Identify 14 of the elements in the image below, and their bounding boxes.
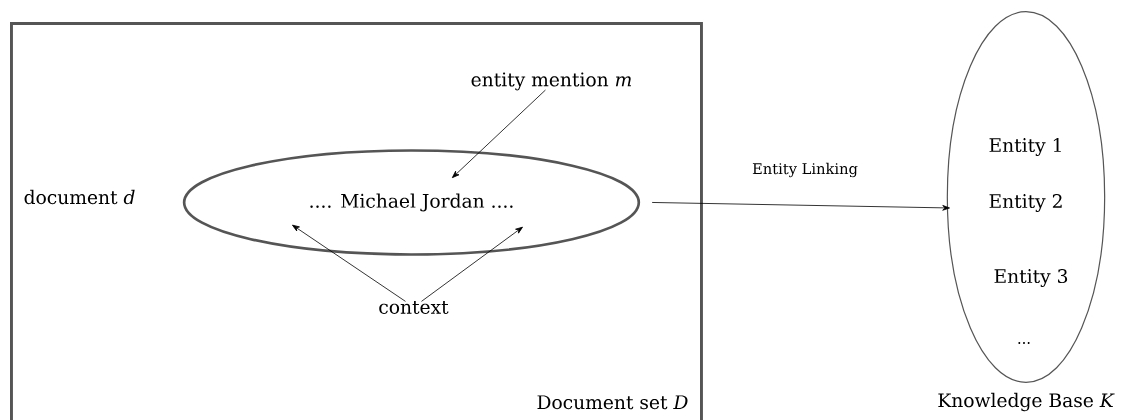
entity-label: Entity 3 xyxy=(994,269,1068,287)
arrow xyxy=(421,226,523,302)
box-title: Document set D xyxy=(537,395,688,410)
edge-label: Entity Linking xyxy=(750,161,860,179)
document-label: document d xyxy=(24,189,135,205)
mention-label: entity mention m xyxy=(471,72,631,91)
entity-label: Entity 1 xyxy=(989,138,1061,156)
knowledge-base-title: Knowledge Base K xyxy=(938,392,1115,412)
entity-label: Entity 2 xyxy=(989,194,1062,212)
arrow xyxy=(292,224,406,302)
ellipsis: ... xyxy=(1018,342,1030,344)
context-label: context xyxy=(379,301,449,314)
arrow xyxy=(451,89,546,179)
arrow xyxy=(651,202,950,211)
